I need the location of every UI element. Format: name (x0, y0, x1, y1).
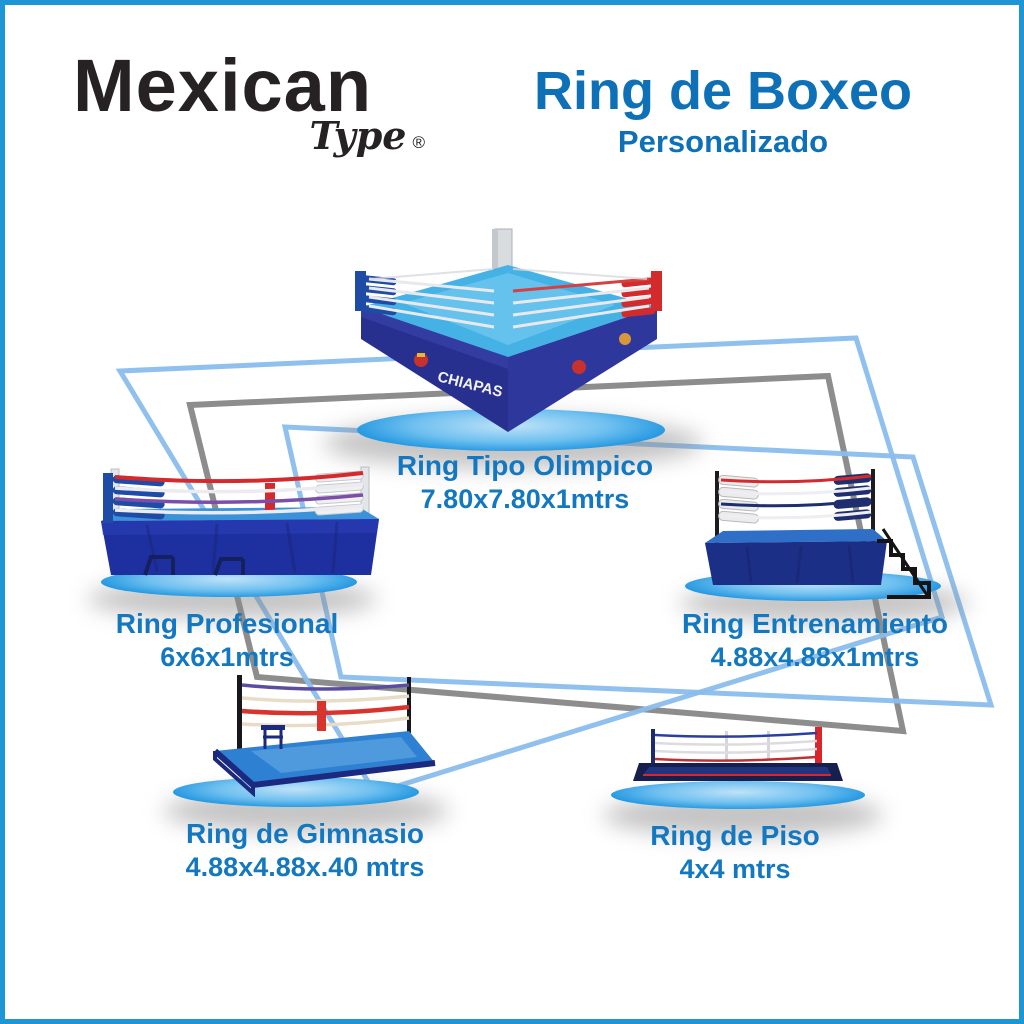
ring-piso-illustration (633, 727, 843, 781)
brand-script: Type (309, 113, 407, 158)
brand-logo: Mexican Type ® (73, 49, 443, 155)
olimpico-name: Ring Tipo Olimpico (396, 450, 654, 481)
gimnasio-name: Ring de Gimnasio (185, 818, 425, 849)
piso-size: 4x4 mtrs (679, 854, 791, 885)
title-main: Ring de Boxeo (533, 61, 913, 121)
olimpico-caption: Ring Tipo Olimpico 7.80x7.80x1mtrs (375, 449, 675, 516)
ring-gimnasio-illustration (212, 675, 436, 797)
poster-title: Ring de Boxeo Personalizado (493, 63, 953, 160)
profesional-name: Ring Profesional (115, 608, 339, 639)
piso-caption: Ring de Piso 4x4 mtrs (583, 819, 887, 886)
piso-ellipse (611, 781, 865, 809)
entrenamiento-name: Ring Entrenamiento (681, 608, 948, 639)
registered-trademark-icon: ® (412, 133, 425, 152)
ring-profesional-illustration (101, 466, 379, 576)
entrenamiento-caption: Ring Entrenamiento 4.88x4.88x1mtrs (665, 607, 965, 674)
olimpico-size: 7.80x7.80x1mtrs (420, 484, 630, 515)
entrenamiento-size: 4.88x4.88x1mtrs (710, 642, 920, 673)
ring-olimpico-illustration: CHIAPAS (355, 228, 662, 432)
piso-name: Ring de Piso (650, 820, 820, 851)
profesional-caption: Ring Profesional 6x6x1mtrs (77, 607, 377, 674)
profesional-size: 6x6x1mtrs (160, 642, 294, 673)
brand-name: Mexican (73, 44, 373, 127)
title-subtitle: Personalizado (617, 123, 829, 159)
gimnasio-caption: Ring de Gimnasio 4.88x4.88x.40 mtrs (153, 817, 457, 884)
gimnasio-size: 4.88x4.88x.40 mtrs (185, 852, 425, 883)
ring-entrenamiento-illustration (705, 469, 931, 599)
